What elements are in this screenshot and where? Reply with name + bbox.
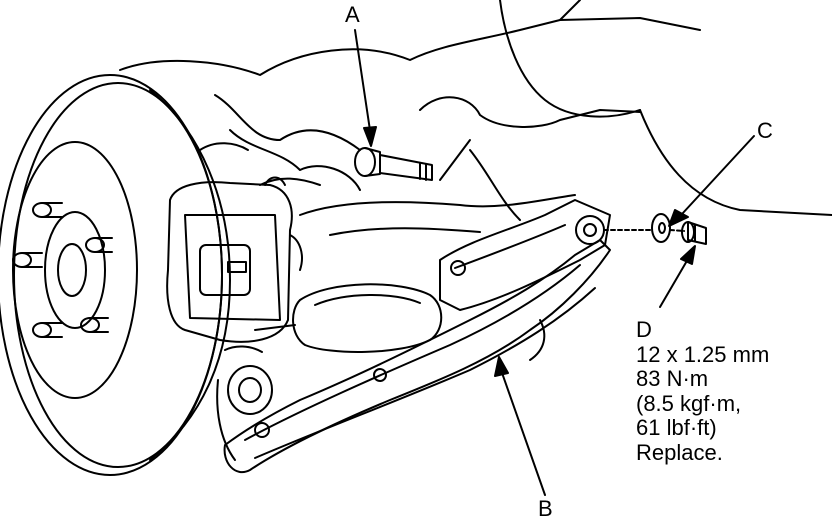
leader-c [668,135,755,227]
spring-seat [292,283,443,353]
nut-d [681,221,707,245]
brake-disc [0,74,231,476]
leader-a [354,29,377,147]
callout-a: A [345,2,360,27]
spec-size: 12 x 1.25 mm [636,341,770,367]
spec-d: D 12 x 1.25 mm 83 N·m (8.5 kgf·m, 61 lbf… [636,317,770,465]
bolt-a [354,147,433,181]
spec-torque-nm: 83 N·m [636,366,709,391]
leader-d [659,245,696,308]
callout-c: C [757,118,773,143]
spec-torque-lbfft: 61 lbf·ft) [636,415,717,440]
upper-arm [439,199,611,311]
knuckle-bushing [216,345,273,461]
spec-torque-kgfm: (8.5 kgf·m, [636,390,742,416]
spec-note: Replace. [636,439,723,465]
leader-b [494,356,546,496]
washer-c [651,213,671,243]
callout-d: D [636,317,652,342]
lower-arm [223,239,611,473]
body-frame-outline [119,0,832,236]
callout-b: B [538,496,553,521]
wheel-studs [12,202,113,338]
brake-caliper [166,176,303,343]
